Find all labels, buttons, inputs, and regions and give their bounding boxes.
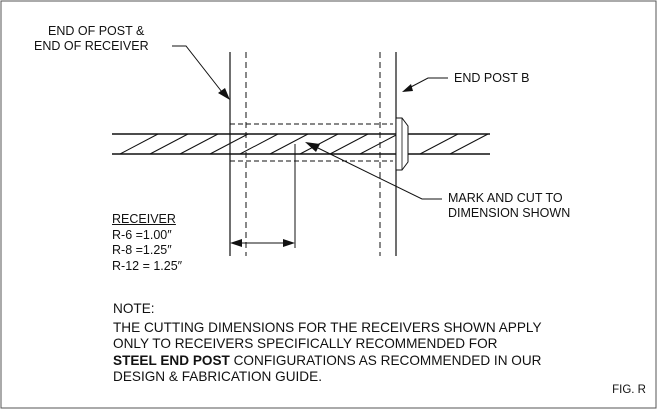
receiver-row: R-6 =1.00″ [112, 227, 172, 242]
note-line: DESIGN & FABRICATION GUIDE. [113, 369, 322, 385]
label-end-of-post: END OF POST & END OF RECEIVER [34, 24, 149, 54]
note-heading: NOTE: [113, 301, 155, 316]
label-end-post-b: END POST B [454, 71, 530, 85]
note-block: NOTE: THE CUTTING DIMENSIONS FOR THE REC… [113, 301, 653, 386]
post-a [229, 52, 247, 256]
label-end-of-post-line1: END OF POST & [48, 24, 145, 38]
note-line: THE CUTTING DIMENSIONS FOR THE RECEIVERS… [113, 319, 542, 335]
figure-label: FIG. R [612, 384, 646, 396]
leader-mark-and-cut [317, 147, 442, 200]
leader-end-of-post [172, 45, 223, 93]
receiver-outline [230, 123, 393, 162]
note-line: ONLY TO RECEIVERS SPECIFICALLY RECOMMEND… [113, 336, 498, 352]
receiver-row: R-8 =1.25″ [112, 243, 172, 257]
receiver-table: RECEIVER R-6 =1.00″ R-8 =1.25″ R-12 = 1.… [112, 212, 182, 274]
label-end-of-post-line2: END OF RECEIVER [34, 39, 149, 53]
label-mark-cut-line2: DIMENSION SHOWN [448, 206, 571, 220]
rail-hatched-bar [112, 133, 490, 155]
note-bold-term: STEEL END POST [113, 352, 230, 368]
receiver-heading: RECEIVER [112, 212, 176, 226]
note-line3-rest: CONFIGURATIONS AS RECOMMENDED IN OUR [229, 352, 542, 368]
label-mark-cut-line1: MARK AND CUT TO [448, 191, 563, 205]
note-line: STEEL END POST CONFIGURATIONS AS RECOMME… [113, 353, 653, 370]
receiver-row: R-12 = 1.25″ [112, 258, 183, 273]
leader-end-post-b [408, 77, 448, 89]
label-mark-and-cut: MARK AND CUT TO DIMENSION SHOWN [448, 191, 570, 221]
